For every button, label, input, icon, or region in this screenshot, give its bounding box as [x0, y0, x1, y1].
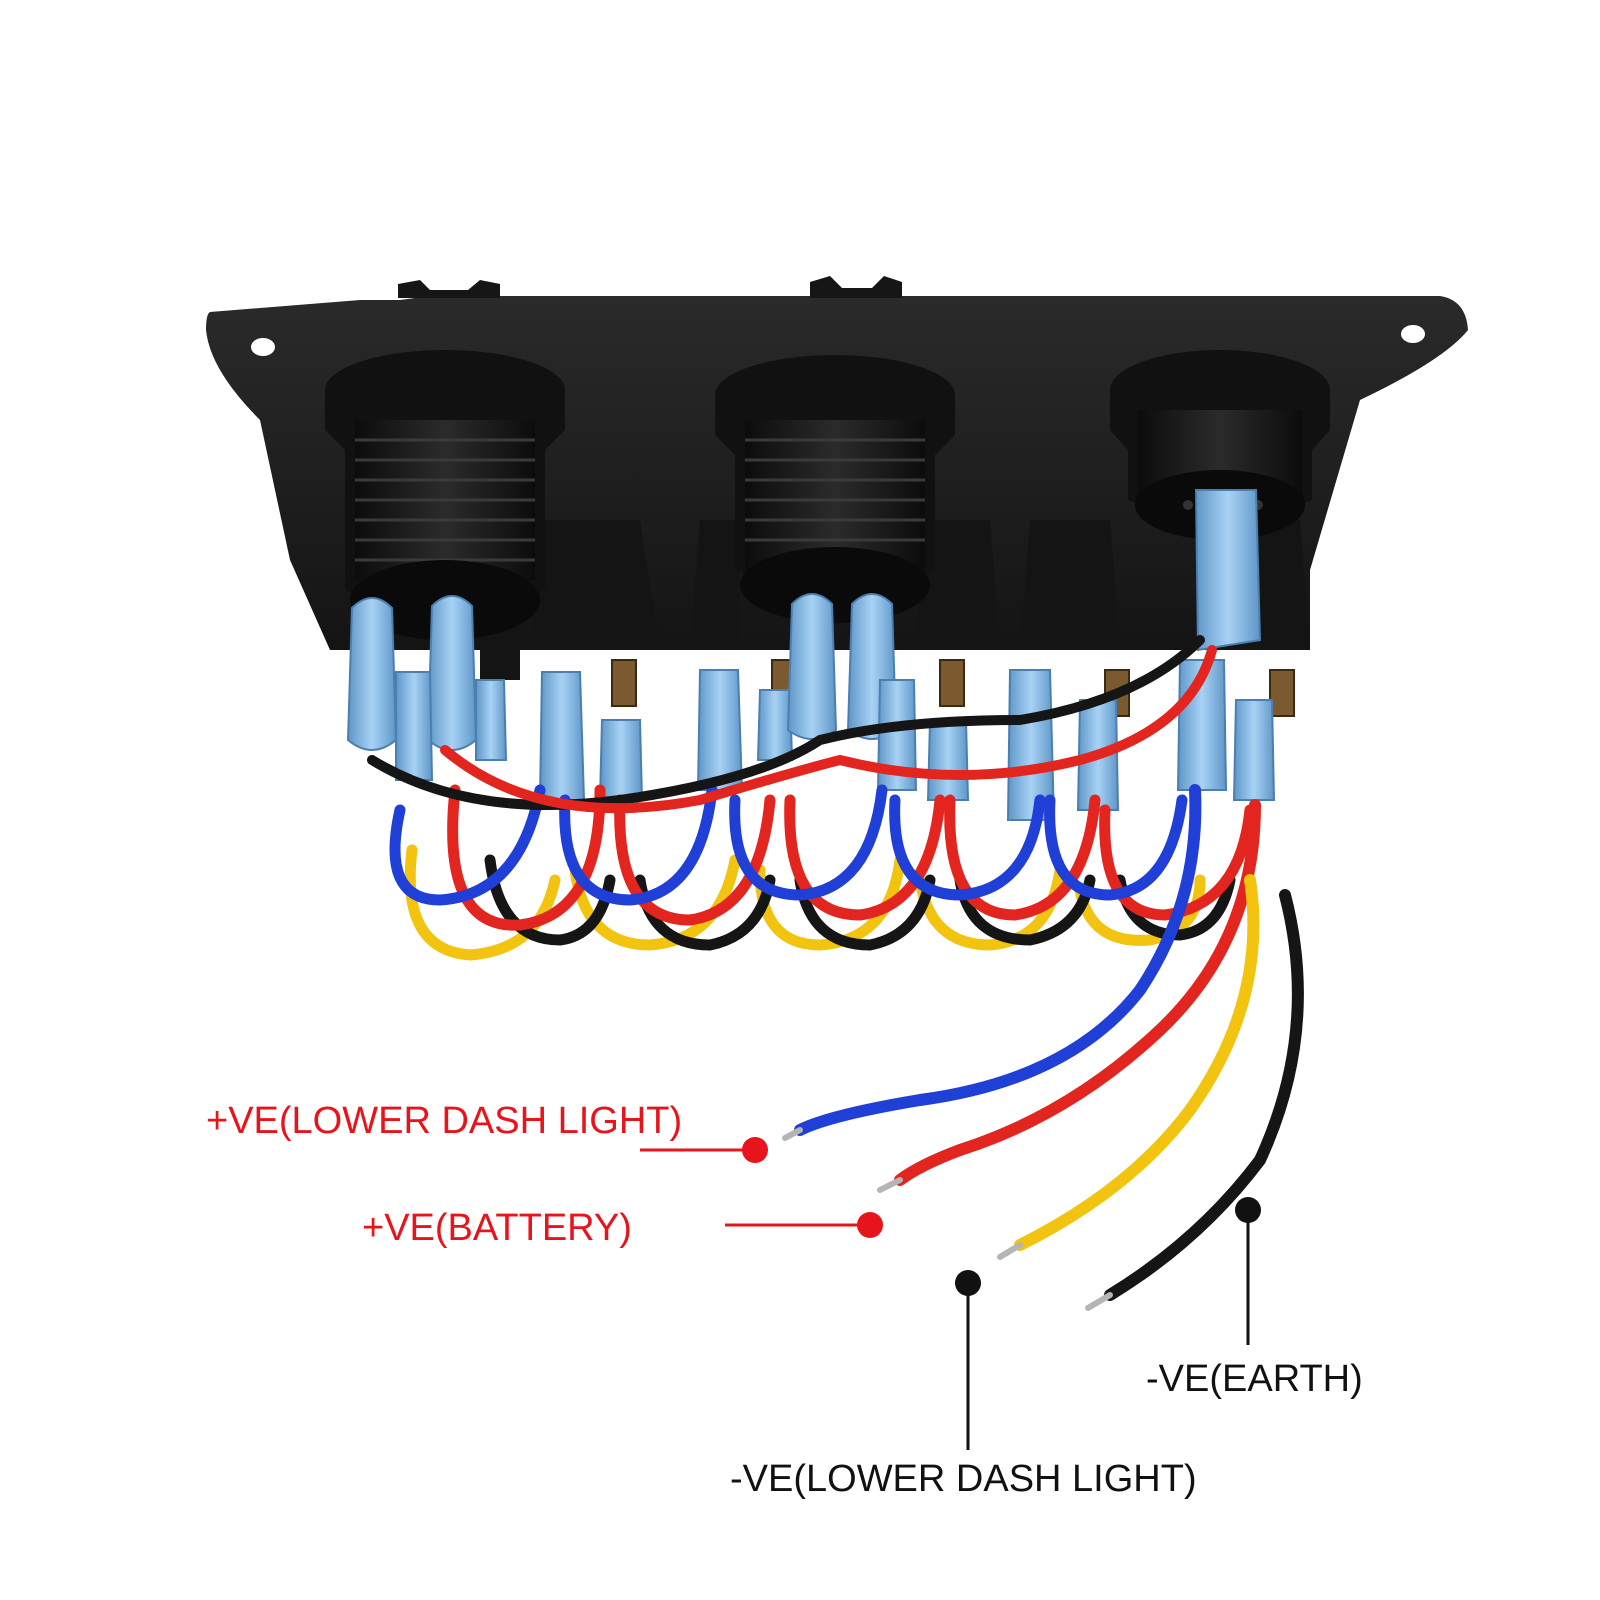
callouts — [640, 1137, 1261, 1450]
label-negative-earth: -VE(EARTH) — [1146, 1358, 1363, 1400]
terminal-sleeves — [346, 489, 1276, 821]
label-positive-lower-dash-light: +VE(LOWER DASH LIGHT) — [206, 1100, 683, 1142]
socket-left — [325, 350, 565, 640]
wire-loops — [389, 784, 1256, 961]
switch-body-4 — [1020, 520, 1120, 650]
lead-blue — [794, 784, 1202, 1136]
socket-middle — [715, 355, 955, 623]
marker-dot-lower-dash-pos — [742, 1137, 768, 1163]
mount-hole-right — [1401, 325, 1425, 343]
cross-harness — [367, 635, 1217, 814]
socket-right — [1110, 350, 1330, 540]
lead-yellow — [1014, 874, 1260, 1251]
lead-red — [894, 799, 1261, 1186]
loose-leads — [794, 784, 1304, 1301]
switch-body-3 — [915, 520, 1000, 650]
switch-body-2 — [690, 520, 740, 650]
power-sockets — [325, 350, 1330, 640]
marker-dot-lower-dash-neg — [955, 1270, 981, 1296]
stripped-tips — [782, 1127, 1113, 1311]
label-negative-lower-dash-light: -VE(LOWER DASH LIGHT) — [730, 1458, 1197, 1500]
mount-hole-left — [251, 338, 275, 356]
switch-body-1 — [530, 520, 660, 650]
marker-dot-earth-neg — [1235, 1197, 1261, 1223]
lead-black — [1104, 889, 1304, 1301]
marker-dot-battery-pos — [857, 1212, 883, 1238]
label-positive-battery: +VE(BATTERY) — [362, 1207, 632, 1249]
